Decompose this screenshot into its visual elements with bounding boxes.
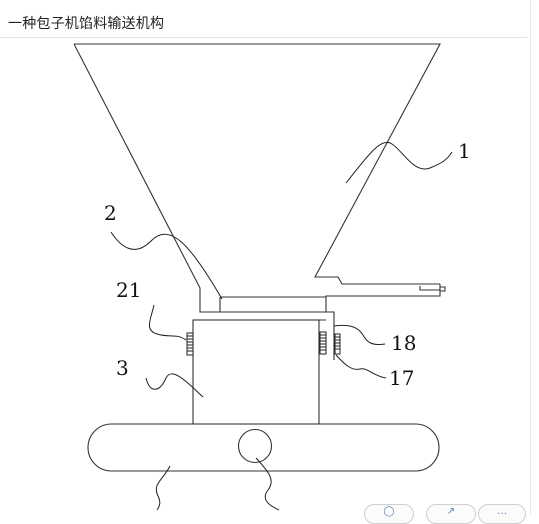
leader-lines [110,141,453,511]
outlet-seal [186,332,194,356]
label-body: 3 [116,356,129,380]
share-button[interactable]: ↗ [426,504,476,524]
search-icon: ◯ [383,506,395,517]
page-title: 一种包子机馅料输送机构 [8,16,165,32]
leader-3 [145,373,204,398]
conveyor [87,423,440,472]
label-bracket: 18 [391,331,416,355]
label-outlet-seal: 21 [116,278,141,302]
label-outlet: 2 [104,201,117,225]
conveyor-roller [237,428,273,464]
zoom-button[interactable]: ◯ [364,504,414,524]
leader-conveyor [155,465,171,511]
bracket-seal-inner [334,333,341,355]
label-hopper: 1 [458,139,471,163]
leader-17 [335,354,387,379]
leader-21 [149,304,187,341]
leader-2 [110,231,223,300]
hopper [73,43,446,313]
connecting-plate [193,311,326,321]
panel-edge [530,0,531,514]
main-body [192,319,320,425]
more-button[interactable]: … [478,504,526,524]
bracket-seal [319,331,327,355]
more-icon: … [497,506,507,517]
title-bar: 一种包子机馅料输送机构 [0,0,527,38]
label-bracket-seal: 17 [389,366,414,390]
leader-1 [345,141,453,184]
bracket [326,311,335,360]
leader-18 [333,324,386,345]
leader-roller [255,457,280,511]
share-icon: ↗ [446,506,456,517]
